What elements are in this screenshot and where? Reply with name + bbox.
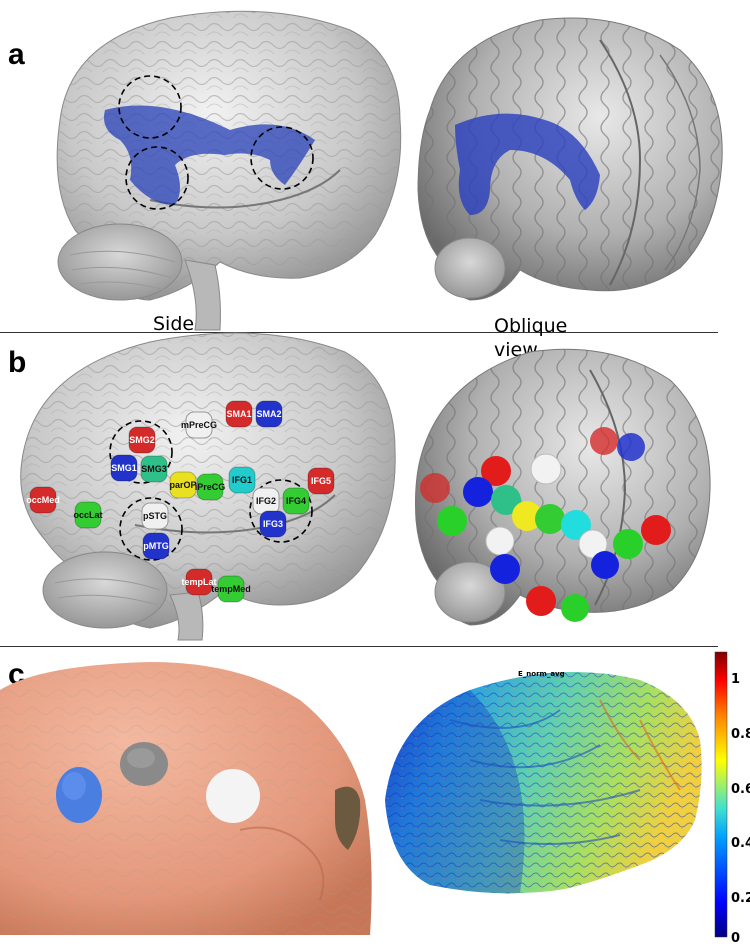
- colorbar-tick: 0.2: [731, 891, 750, 906]
- node-marker: [225, 400, 253, 428]
- node-label: pSTG: [143, 511, 167, 521]
- panel-letter-b: b: [8, 346, 27, 379]
- node-marker: [307, 467, 335, 495]
- node-sma2: SMA2: [255, 400, 283, 428]
- node-ifg3: IFG3: [259, 510, 287, 538]
- roi-circle-b-smg: [109, 420, 173, 484]
- node-marker: [282, 487, 310, 515]
- node-label: IFG2: [256, 496, 276, 506]
- node-label: IFG3: [263, 519, 283, 529]
- oblique-view-spheres: [420, 427, 671, 622]
- node-label: iPreCG: [195, 482, 226, 492]
- divider-ab: [0, 332, 718, 333]
- electrode-white: [206, 769, 260, 823]
- brain-oblique-b: [415, 348, 711, 626]
- colorbar-tick: 1: [731, 672, 741, 687]
- node-label: IFG4: [286, 496, 306, 506]
- colorbar-tick: 0: [731, 931, 741, 946]
- node-sma1: SMA1: [225, 400, 253, 428]
- node-marker: [140, 455, 168, 483]
- node-parop: parOP: [169, 471, 197, 499]
- divider-bc: [0, 646, 718, 647]
- node-mprecg: mPreCG: [181, 411, 217, 439]
- tract-overlay-side: [104, 105, 315, 205]
- field-map-brain: [385, 672, 702, 894]
- node-ifg2: IFG2: [252, 487, 280, 515]
- node-marker: [110, 454, 138, 482]
- node-marker: [217, 575, 245, 603]
- node-smg3: SMG3: [140, 455, 168, 483]
- node-iprecg: iPreCG: [195, 473, 226, 501]
- roi-circle-posterior-lower: [125, 146, 189, 210]
- node-label: SMG1: [111, 463, 137, 473]
- node-marker: [169, 471, 197, 499]
- node-marker: [196, 473, 224, 501]
- colorbar-tick: 0.6: [731, 782, 750, 797]
- node-templat: tempLat: [181, 568, 217, 596]
- node-label: mPreCG: [181, 420, 217, 430]
- node-ifg4: IFG4: [282, 487, 310, 515]
- roi-circle-b-ifg: [249, 479, 313, 543]
- colorbar-tick: 0.4: [731, 836, 750, 851]
- node-smg2: SMG2: [128, 426, 156, 454]
- head-model: [0, 662, 372, 935]
- node-label: IFG1: [232, 475, 252, 485]
- roi-circle-b-temporal: [119, 497, 183, 561]
- node-occlat: occLat: [73, 501, 103, 529]
- node-tempmed: tempMed: [211, 575, 251, 603]
- node-ifg5: IFG5: [307, 467, 335, 495]
- roi-circle-posterior-upper: [118, 75, 182, 139]
- node-label: tempMed: [211, 584, 251, 594]
- field-map-title: E_norm_avg: [518, 670, 565, 678]
- node-marker: [185, 568, 213, 596]
- node-ifg1: IFG1: [228, 466, 256, 494]
- node-marker: [141, 502, 169, 530]
- node-pmtg: pMTG: [142, 532, 170, 560]
- node-smg1: SMG1: [110, 454, 138, 482]
- node-marker: [259, 510, 287, 538]
- node-marker: [228, 466, 256, 494]
- node-marker: [128, 426, 156, 454]
- node-label: IFG5: [311, 476, 331, 486]
- tract-overlay-oblique: [455, 113, 600, 215]
- node-label: SMG2: [129, 435, 155, 445]
- node-label: SMA2: [256, 409, 281, 419]
- node-marker: [142, 532, 170, 560]
- node-marker: [29, 486, 57, 514]
- brain-side-a: [56, 10, 402, 331]
- node-marker: [185, 411, 213, 439]
- node-pstg: pSTG: [141, 502, 169, 530]
- node-label: SMA1: [226, 409, 251, 419]
- node-label: occLat: [73, 510, 102, 520]
- node-label: occMed: [26, 495, 60, 505]
- node-marker: [255, 400, 283, 428]
- panel-letter-a: a: [8, 38, 25, 71]
- node-label: tempLat: [181, 577, 216, 587]
- colorbar-tick: 0.8: [731, 727, 750, 742]
- roi-circle-frontal: [250, 126, 314, 190]
- node-label: pMTG: [143, 541, 169, 551]
- colorbar: [714, 651, 728, 938]
- node-occmed: occMed: [26, 486, 60, 514]
- node-label: parOP: [169, 480, 196, 490]
- node-marker: [74, 501, 102, 529]
- node-label: SMG3: [141, 464, 167, 474]
